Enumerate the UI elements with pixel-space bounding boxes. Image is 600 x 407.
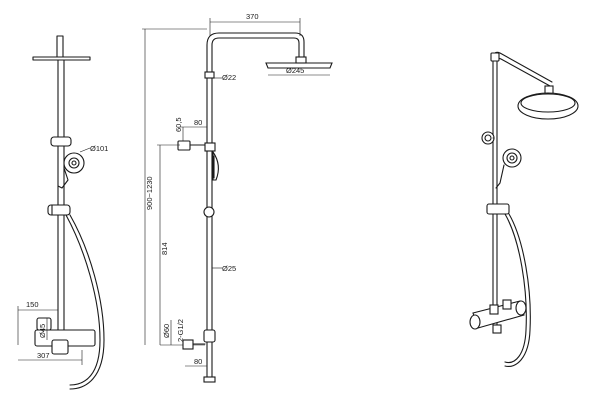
- dim-80-bottom: 80: [194, 357, 202, 366]
- dim-814: 814: [160, 242, 169, 255]
- dim-riser-dia-bottom: Ø25: [222, 264, 236, 273]
- perspective-view: [469, 51, 579, 368]
- dim-height-range: 900~1230: [145, 176, 154, 210]
- dim-riser-dia-top: Ø22: [222, 73, 236, 82]
- side-view-shower-head: [32, 56, 91, 61]
- dim-80-top: 80: [194, 118, 202, 127]
- front-view: 370 Ø245 Ø22 80 60,5 Ø25: [142, 12, 333, 383]
- side-view-hand-shower: [63, 152, 85, 174]
- dim-370: 370: [246, 12, 259, 21]
- side-view: 150 Ø45 307 Ø101: [17, 35, 108, 390]
- perspective-shower-head: [517, 92, 579, 120]
- dim-body-dia: Ø45: [38, 324, 47, 338]
- dim-hand-shower-dia: Ø101: [90, 144, 108, 153]
- dim-60-5: 60,5: [174, 117, 183, 132]
- dim-head-dia: Ø245: [286, 66, 304, 75]
- dim-thread: 2-G1/2: [176, 319, 185, 342]
- perspective-hand-shower: [502, 148, 522, 168]
- front-view-shower-head: [265, 62, 333, 69]
- dim-inlet-dia: Ø60: [162, 324, 171, 338]
- dim-307: 307: [37, 351, 50, 360]
- dim-150: 150: [26, 300, 39, 309]
